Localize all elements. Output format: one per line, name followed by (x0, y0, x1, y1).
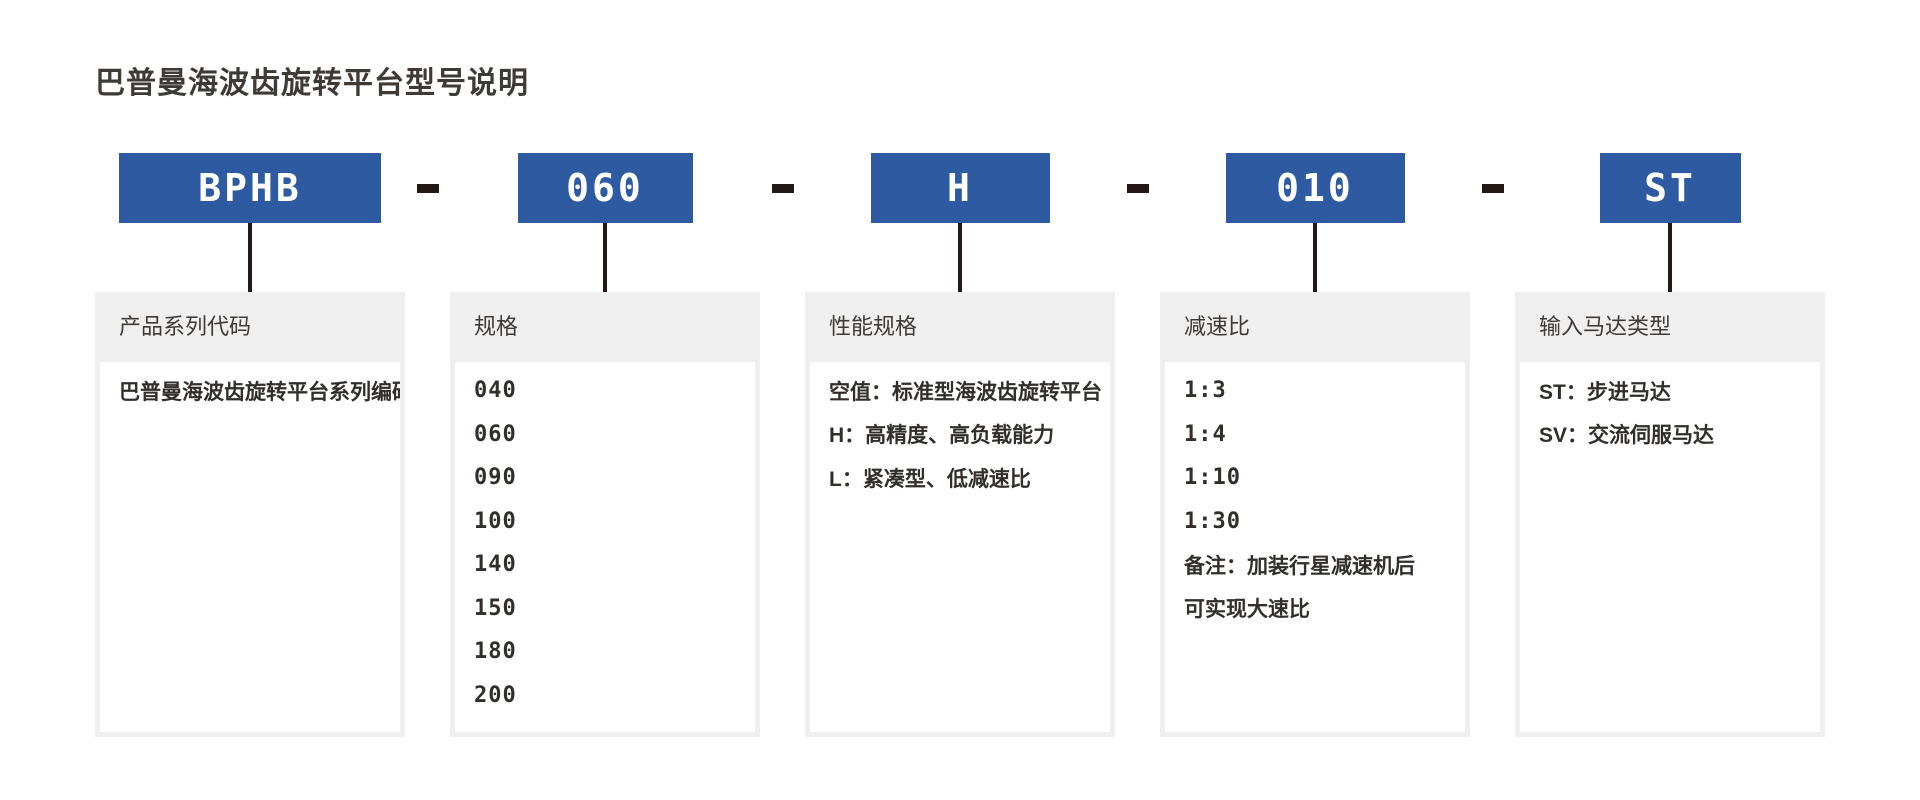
connector-line (1668, 223, 1672, 292)
spec-card-header: 规格 (474, 314, 519, 339)
spec-card-line: 180 (474, 639, 517, 665)
spec-card-3: 性能规格 空值：标准型海波齿旋转平台 H：高精度、高负载能力 L：紧凑型、低减速比 (805, 292, 1115, 737)
model-code-label: ST (1644, 166, 1696, 210)
spec-card-line: 1:4 (1184, 421, 1227, 447)
spec-card-line: ST：步进马达 (1539, 380, 1671, 404)
spec-card-line: 可实现大速比 (1184, 598, 1310, 622)
spec-card-2: 规格 040 060 090 100 140 150 180 200 (450, 292, 760, 737)
model-code-box-bphb: BPHB (119, 153, 381, 223)
spec-card-header: 性能规格 (829, 314, 918, 339)
spec-card-line: 060 (474, 421, 517, 447)
spec-card-line: 1:10 (1184, 465, 1241, 491)
spec-card-body: ST：步进马达 SV：交流伺服马达 (1520, 362, 1820, 732)
model-code-box-060: 060 (517, 153, 693, 223)
connector-line (603, 223, 607, 292)
spec-card-line: 空值：标准型海波齿旋转平台 (829, 380, 1102, 404)
spec-card-body: 巴普曼海波齿旋转平台系列编码 (100, 362, 400, 732)
model-code-box-010: 010 (1225, 153, 1405, 223)
model-code-box-st: ST (1599, 153, 1741, 223)
model-separator-dash (416, 184, 439, 193)
connector-line (248, 223, 252, 292)
model-code-label: H (947, 166, 973, 210)
spec-card-line: L：紧凑型、低减速比 (829, 467, 1031, 491)
spec-card-header: 输入马达类型 (1539, 314, 1672, 339)
spec-card-line: 040 (474, 378, 517, 404)
spec-card-line: 1:30 (1184, 508, 1241, 534)
page-title: 巴普曼海波齿旋转平台型号说明 (95, 67, 529, 100)
model-separator-dash (1481, 184, 1504, 193)
spec-card-line: 备注：加装行星减速机后 (1184, 554, 1415, 578)
spec-card-line: 1:3 (1184, 378, 1227, 404)
spec-card-line: 巴普曼海波齿旋转平台系列编码 (119, 380, 400, 404)
spec-card-4: 减速比 1:3 1:4 1:10 1:30 备注：加装行星减速机后可实现大速比 (1160, 292, 1470, 737)
spec-card-line: 150 (474, 595, 517, 621)
model-separator-dash (771, 184, 794, 193)
spec-card-line: 090 (474, 465, 517, 491)
spec-card-5: 输入马达类型 ST：步进马达 SV：交流伺服马达 (1515, 292, 1825, 737)
model-code-box-h: H (870, 153, 1050, 223)
model-code-label: 060 (566, 166, 644, 210)
model-separator-dash (1126, 184, 1149, 193)
model-code-label: BPHB (198, 166, 302, 210)
spec-card-line: 140 (474, 552, 517, 578)
spec-card-body: 040 060 090 100 140 150 180 200 (455, 362, 755, 732)
spec-card-line: 200 (474, 682, 517, 708)
spec-card-header: 减速比 (1184, 314, 1251, 339)
spec-card-line: H：高精度、高负载能力 (829, 424, 1055, 448)
spec-card-header: 产品系列代码 (119, 314, 252, 339)
connector-line (1313, 223, 1317, 292)
spec-card-body: 空值：标准型海波齿旋转平台 H：高精度、高负载能力 L：紧凑型、低减速比 (810, 362, 1110, 732)
spec-card-line: 100 (474, 508, 517, 534)
spec-card-line: SV：交流伺服马达 (1539, 424, 1715, 448)
spec-card-1: 产品系列代码 巴普曼海波齿旋转平台系列编码 (95, 292, 405, 737)
model-code-label: 010 (1276, 166, 1354, 210)
spec-card-body: 1:3 1:4 1:10 1:30 备注：加装行星减速机后可实现大速比 (1165, 362, 1465, 732)
connector-line (958, 223, 962, 292)
